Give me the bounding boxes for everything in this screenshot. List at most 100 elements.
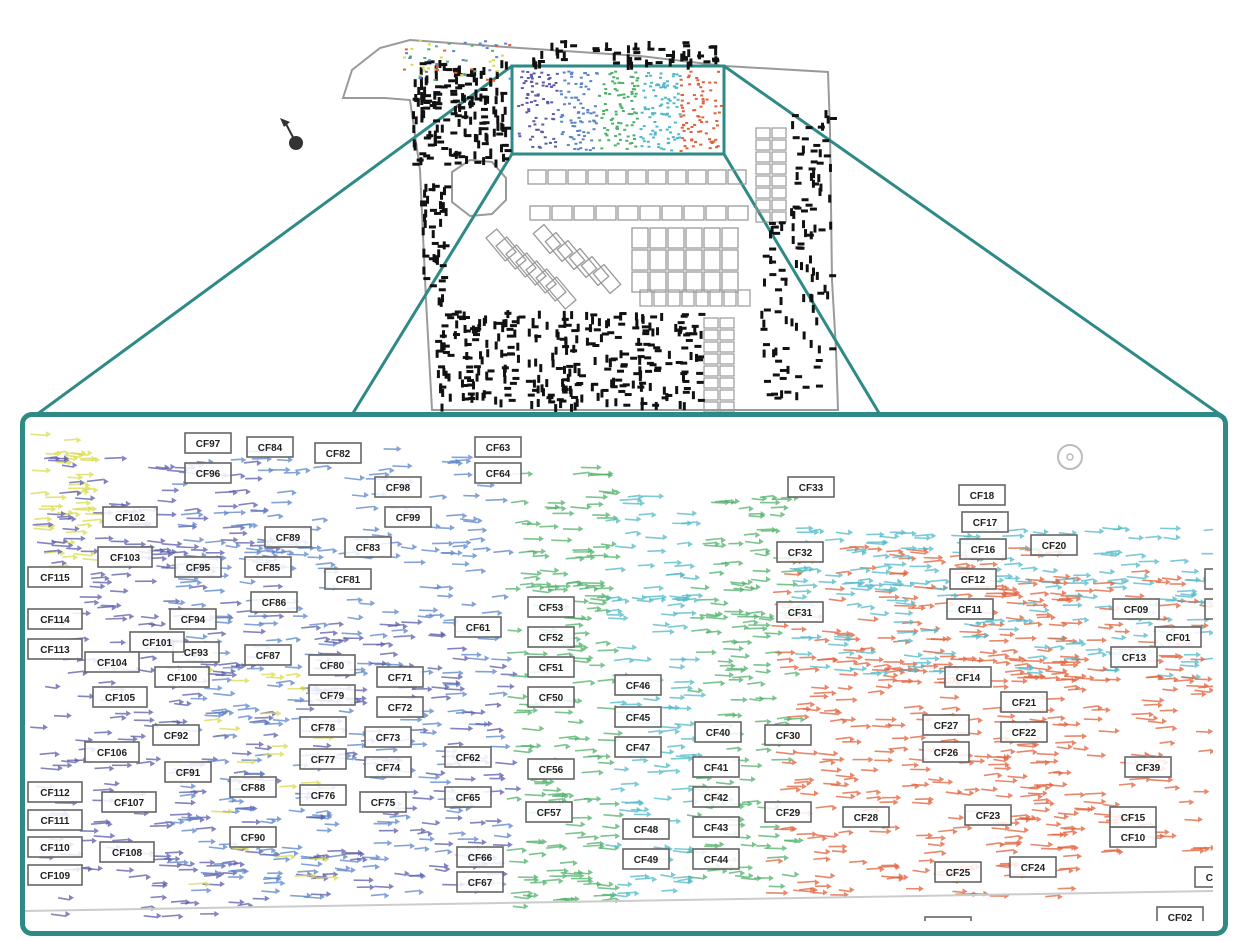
svg-text:CF26: CF26 (934, 748, 959, 759)
cf-label: CF76 (299, 784, 347, 806)
svg-text:CF94: CF94 (181, 615, 206, 626)
cf-label: CF19 (924, 916, 972, 931)
north-arrow-icon (280, 118, 303, 150)
svg-text:CF27: CF27 (934, 721, 959, 732)
svg-text:CF100: CF100 (167, 673, 197, 684)
svg-text:CF18: CF18 (970, 491, 995, 502)
cf-label: CF42 (692, 786, 740, 808)
svg-text:CF86: CF86 (262, 598, 287, 609)
svg-text:CF96: CF96 (196, 469, 221, 480)
cf-label: CF44 (692, 848, 740, 870)
svg-text:CF73: CF73 (376, 733, 401, 744)
svg-text:CF16: CF16 (971, 545, 996, 556)
cf-label: CF109 (27, 864, 83, 886)
cf-label: CF20 (1030, 534, 1078, 556)
svg-text:CF47: CF47 (626, 743, 651, 754)
cf-label: CF112 (27, 781, 83, 803)
svg-text:CF40: CF40 (706, 728, 731, 739)
cf-label: CF71 (376, 666, 424, 688)
svg-text:CF15: CF15 (1121, 813, 1146, 824)
svg-text:CF101: CF101 (142, 638, 172, 649)
svg-text:CF50: CF50 (539, 693, 564, 704)
cf-label: CF101 (129, 631, 185, 653)
svg-text:CF95: CF95 (186, 563, 211, 574)
svg-text:CF107: CF107 (114, 798, 144, 809)
svg-text:CF23: CF23 (976, 811, 1001, 822)
cf-label: CF75 (359, 791, 407, 813)
cf-label: CF32 (776, 541, 824, 563)
svg-text:CF81: CF81 (336, 575, 361, 586)
svg-text:CF61: CF61 (466, 623, 491, 634)
svg-text:CF104: CF104 (97, 658, 127, 669)
svg-text:CF72: CF72 (388, 703, 413, 714)
svg-text:CF62: CF62 (456, 753, 481, 764)
svg-text:CF11: CF11 (958, 605, 982, 616)
svg-text:CF77: CF77 (311, 755, 336, 766)
cf-label: CF96 (184, 462, 232, 484)
cf-label: CF51 (527, 656, 575, 678)
svg-text:CF41: CF41 (704, 763, 729, 774)
cf-label: CF40 (694, 721, 742, 743)
svg-text:CF88: CF88 (241, 783, 266, 794)
cf-label: CF64 (474, 462, 522, 484)
svg-text:CF03: CF03 (1206, 873, 1213, 884)
svg-text:CF57: CF57 (537, 808, 562, 819)
cf-label: CF63 (474, 436, 522, 458)
cf-label: CF91 (164, 761, 212, 783)
cf-label: CF45 (614, 706, 662, 728)
cf-label: CF92 (152, 724, 200, 746)
svg-text:CF14: CF14 (956, 673, 981, 684)
svg-text:CF109: CF109 (40, 871, 70, 882)
cf-label: CF115 (27, 566, 83, 588)
cf-label: CF80 (308, 654, 356, 676)
svg-text:CF113: CF113 (40, 645, 70, 656)
cf-label: CF56 (527, 758, 575, 780)
svg-text:CF32: CF32 (788, 548, 813, 559)
cf-label: CF111 (27, 809, 83, 831)
connector-line (723, 64, 1226, 420)
cf-label: CF52 (527, 626, 575, 648)
cf-label: CF28 (842, 806, 890, 828)
svg-text:CF43: CF43 (704, 823, 729, 834)
svg-text:CF90: CF90 (241, 833, 266, 844)
cf-label: CF47 (614, 736, 662, 758)
cf-label: CF13 (1110, 646, 1158, 668)
svg-text:CF28: CF28 (854, 813, 879, 824)
cf-label: CF29 (764, 801, 812, 823)
svg-text:CF48: CF48 (634, 825, 659, 836)
cf-label: CF105 (92, 686, 148, 708)
cf-label: CF65 (444, 786, 492, 808)
svg-text:CF22: CF22 (1012, 728, 1037, 739)
cf-label: CF49 (622, 848, 670, 870)
svg-text:CF21: CF21 (1012, 698, 1037, 709)
svg-text:CF30: CF30 (776, 731, 801, 742)
octagon-structure (451, 158, 507, 218)
cf-label: CF99 (384, 506, 432, 528)
svg-text:CF49: CF49 (634, 855, 659, 866)
svg-text:CF64: CF64 (486, 469, 511, 480)
svg-text:CF46: CF46 (626, 681, 651, 692)
cf-label: CF17 (961, 511, 1009, 533)
cf-label: CF16 (959, 538, 1007, 560)
svg-text:CF74: CF74 (376, 763, 401, 774)
svg-text:CF31: CF31 (788, 608, 813, 619)
cf-label: CF100 (154, 666, 210, 688)
svg-text:CF112: CF112 (40, 788, 70, 799)
svg-text:CF39: CF39 (1136, 763, 1161, 774)
svg-text:CF93: CF93 (184, 648, 209, 659)
cf-label: CF114 (27, 608, 83, 630)
svg-text:CF75: CF75 (371, 798, 396, 809)
cf-label: CF106 (84, 741, 140, 763)
svg-text:CF79: CF79 (320, 691, 345, 702)
svg-text:CF111: CF111 (41, 816, 70, 827)
svg-text:CF13: CF13 (1122, 653, 1147, 664)
cf-label: CF22 (1000, 721, 1048, 743)
svg-text:CF51: CF51 (539, 663, 564, 674)
cf-label: CF08 (1204, 568, 1223, 590)
zoom-region-box (510, 64, 726, 156)
svg-text:CF110: CF110 (40, 843, 70, 854)
cf-label: CF84 (246, 436, 294, 458)
cf-label: CF97 (184, 432, 232, 454)
svg-text:CF115: CF115 (40, 573, 70, 584)
